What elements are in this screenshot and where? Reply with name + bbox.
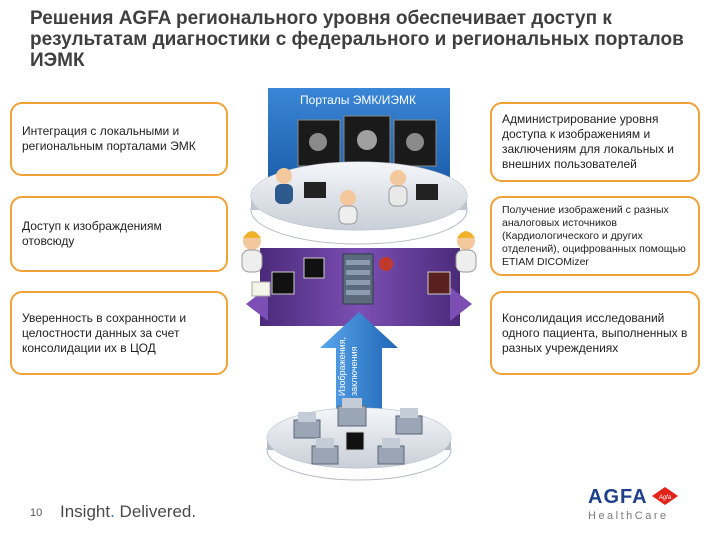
arrow-label: Изображения, заключения — [335, 336, 385, 398]
page-number: 10 — [30, 507, 43, 519]
arrow-label-line: заключения — [349, 346, 359, 396]
modality-device-icon — [377, 438, 405, 465]
right-arrow — [450, 287, 472, 321]
callout-text: Доступ к изображдениям отовсюду — [22, 219, 162, 248]
callout-analog-sources: Получение изображений с разных аналоговы… — [490, 196, 700, 276]
gear-icon — [379, 257, 393, 271]
user-icon — [275, 168, 293, 204]
callout-access-anywhere: Доступ к изображдениям отовсюду — [10, 196, 228, 272]
xray-image-icon — [303, 257, 325, 279]
logo-mark-text: Agfa — [658, 495, 672, 501]
user-icon — [455, 231, 477, 273]
arrow-label-line: Изображения, — [337, 336, 347, 396]
modality-device-icon — [311, 438, 339, 465]
ecg-image-icon — [251, 281, 271, 297]
endoscopy-image-icon — [427, 271, 451, 295]
slogan-dot: . — [110, 502, 115, 521]
slogan-part: Insight — [60, 502, 111, 521]
slide-title: Решения AGFA регионального уровня обеспе… — [30, 8, 684, 71]
user-icon — [241, 231, 263, 273]
callout-text: Получение изображений с разных аналоговы… — [502, 203, 686, 268]
modality-device-icon — [337, 398, 367, 427]
user-icon — [338, 190, 358, 225]
callout-integration: Интеграция с локальными и региональным п… — [10, 102, 228, 176]
xray-image-icon — [271, 271, 295, 295]
xray-image-icon — [345, 431, 365, 451]
architecture-diagram — [241, 88, 477, 481]
monitor-icon — [416, 184, 438, 200]
user-icon — [388, 170, 408, 207]
callout-text: Уверенность в сохранности и целостности … — [22, 310, 187, 355]
portal-label: Порталы ЭМК/ИЭМК — [300, 93, 416, 107]
modality-device-icon — [293, 412, 321, 439]
agfa-logo: AGFA Agfa HealthCare — [588, 486, 684, 526]
modality-device-icon — [395, 408, 423, 435]
data-flow-arrow — [320, 312, 398, 426]
callout-data-integrity: Уверенность в сохранности и целостности … — [10, 291, 228, 375]
callout-text: Интеграция с локальными и региональным п… — [22, 124, 196, 153]
server-rack-icon — [342, 253, 374, 305]
callout-access-administration: Администрирование уровня доступа к изобр… — [490, 102, 700, 182]
callout-text: Консолидация исследований одного пациент… — [502, 310, 688, 355]
monitor-icon — [304, 182, 326, 198]
slogan-part: Delivered. — [114, 502, 197, 521]
slogan: Insight. Delivered. — [60, 502, 196, 522]
callout-consolidation: Консолидация исследований одного пациент… — [490, 291, 700, 375]
callout-text: Администрирование уровня доступа к изобр… — [502, 112, 675, 171]
logo-main: AGFA — [588, 486, 648, 508]
logo-sub: HealthCare — [588, 510, 669, 522]
agfa-rhombus-icon: Agfa — [652, 487, 678, 505]
